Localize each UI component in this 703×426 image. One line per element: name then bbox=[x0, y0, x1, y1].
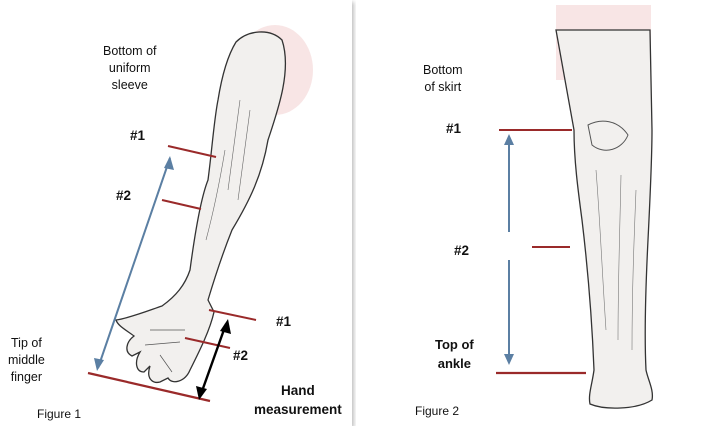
leg-number-2: #2 bbox=[454, 243, 469, 258]
leg-number-1: #1 bbox=[446, 121, 461, 136]
arm-illustration bbox=[0, 0, 352, 426]
sleeve-label: Bottom of uniform sleeve bbox=[103, 43, 157, 94]
arm-number-1: #1 bbox=[130, 128, 145, 143]
ankle-label: Top of ankle bbox=[435, 335, 474, 373]
figure-1-caption: Figure 1 bbox=[37, 407, 81, 421]
arm-number-2: #2 bbox=[116, 188, 131, 203]
arm-line-1 bbox=[168, 146, 216, 157]
arm-arrow-head-bottom bbox=[94, 358, 104, 371]
hand-number-2: #2 bbox=[233, 348, 248, 363]
leg-outline bbox=[556, 30, 652, 408]
figure-1-panel: Bottom of uniform sleeve #1 #2 #1 #2 Tip… bbox=[0, 0, 352, 426]
leg-arrow-head-bottom bbox=[504, 354, 514, 365]
arm-line-2 bbox=[162, 200, 201, 209]
hand-number-1: #1 bbox=[276, 314, 291, 329]
leg-illustration bbox=[356, 0, 703, 426]
finger-tip-label: Tip of middle finger bbox=[8, 335, 45, 386]
figure-2-panel: Bottom of skirt #1 #2 Top of ankle Figur… bbox=[356, 0, 703, 426]
hand-line-1 bbox=[209, 310, 256, 320]
leg-arrow-head-top bbox=[504, 134, 514, 145]
hand-measurement-label: Hand measurement bbox=[254, 381, 342, 419]
hand-arrow-head-top bbox=[220, 319, 231, 334]
arm-arrow-head-top bbox=[164, 156, 174, 170]
figure-2-caption: Figure 2 bbox=[415, 404, 459, 418]
skirt-label: Bottom of skirt bbox=[423, 62, 463, 96]
